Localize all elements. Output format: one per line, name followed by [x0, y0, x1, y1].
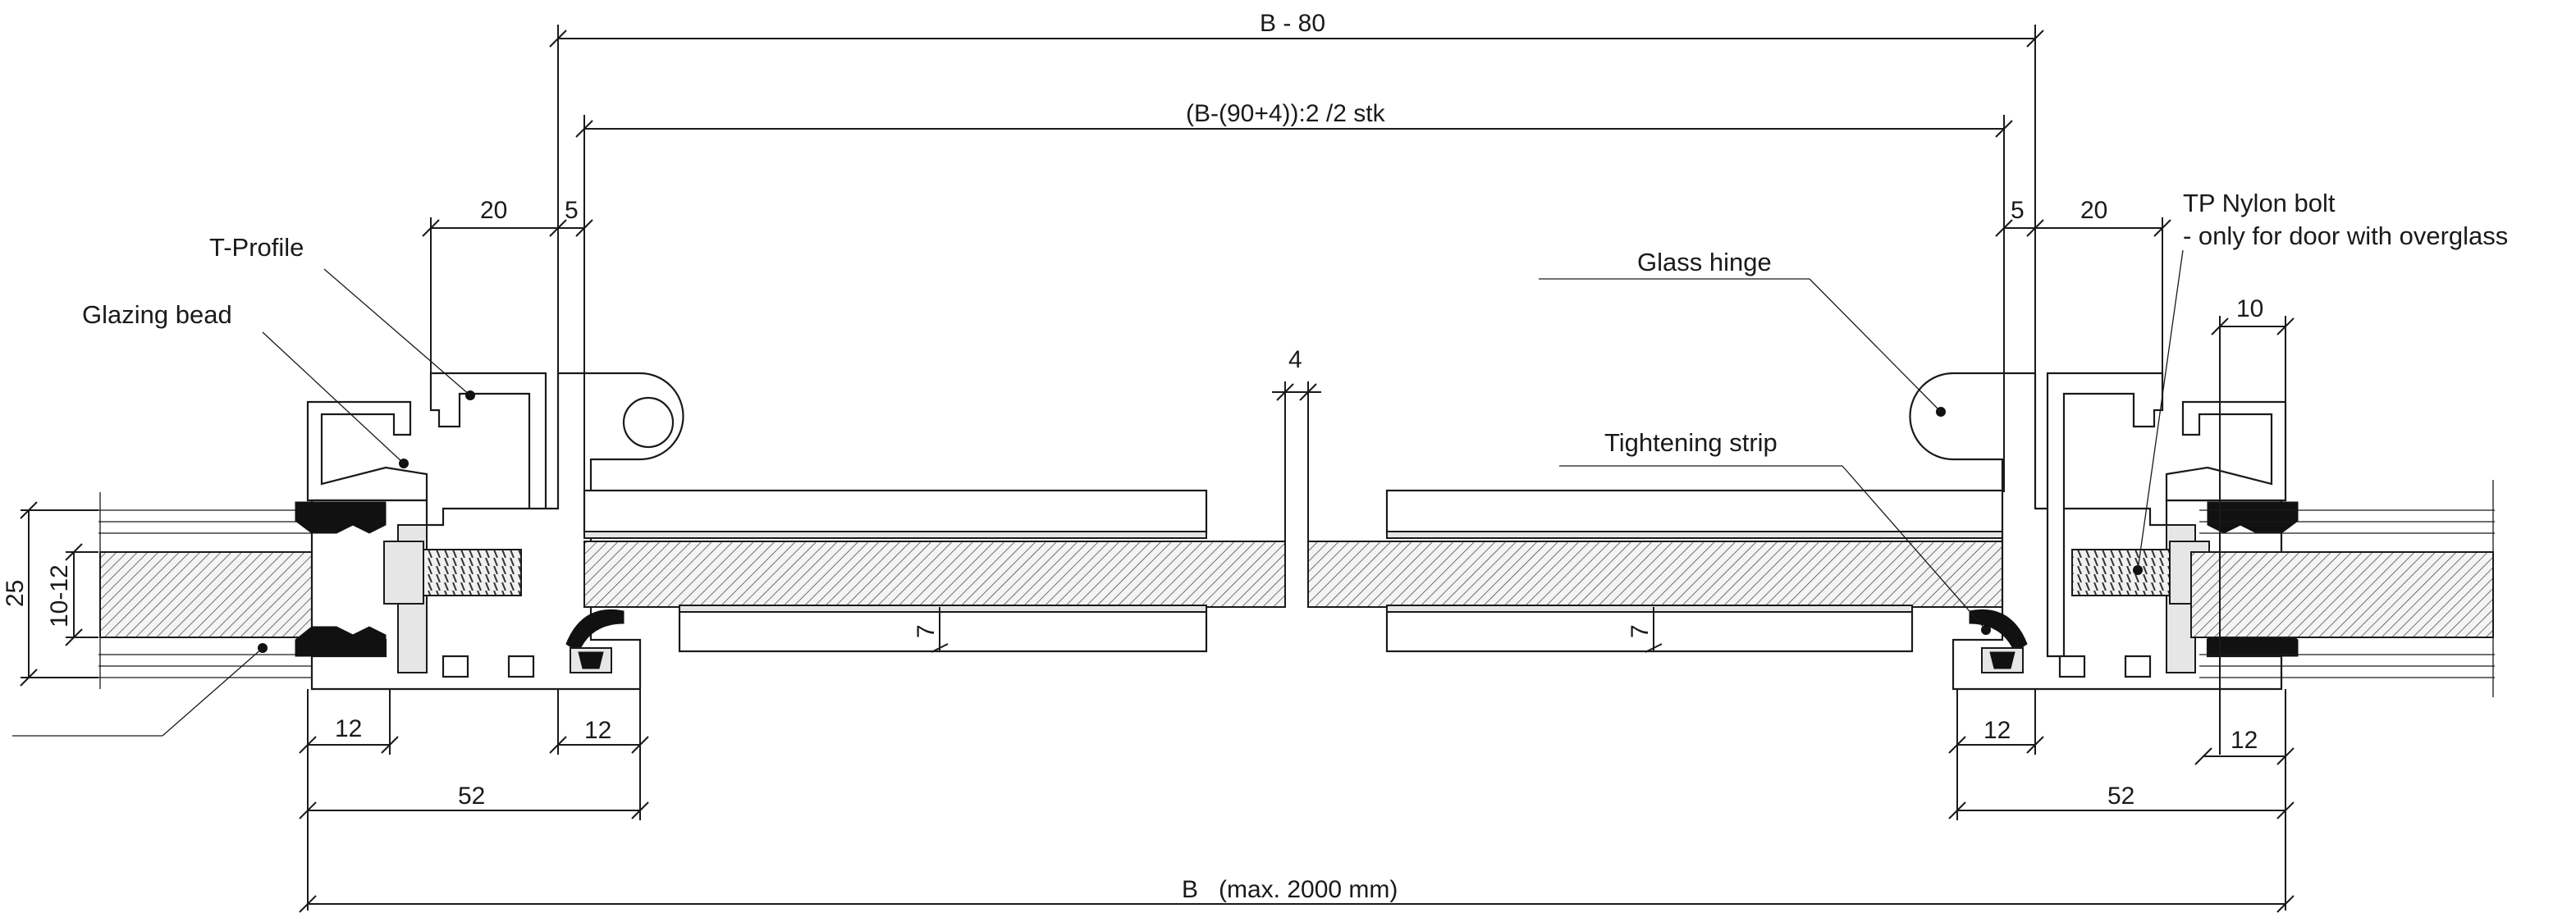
hinge-knuckle-left — [622, 396, 675, 449]
dim-right-12-a: 12 — [1983, 717, 2011, 744]
dim-left-25: 25 — [2, 580, 29, 607]
t-profile-right — [2046, 372, 2164, 658]
left-frame-assembly — [12, 268, 684, 737]
dim-glass-width: (B-(90+4)):2 /2 stk — [1186, 100, 1386, 127]
dim-left-10-12: 10-12 — [46, 564, 73, 628]
door-glass-right — [1307, 541, 2005, 608]
glazing-bead-left — [306, 400, 428, 502]
door-leaves — [583, 489, 2006, 653]
dim-right-12-b: 12 — [2231, 727, 2258, 754]
dimension-lines — [20, 25, 2295, 913]
right-frame-assembly — [1539, 249, 2495, 697]
nylon-bolt-left — [422, 549, 522, 596]
label-tightening-strip: Tightening strip — [1604, 428, 1778, 457]
label-tp-nylon-bolt-note: - only for door with overglass — [2183, 221, 2508, 250]
glazing-bead-right — [2165, 400, 2287, 502]
dim-left-5: 5 — [565, 197, 579, 224]
dim-left-12-a: 12 — [335, 715, 362, 742]
dim-right-10: 10 — [2236, 295, 2263, 322]
nylon-bolt-right — [2071, 549, 2171, 596]
dim-left-12-b: 12 — [584, 717, 611, 744]
label-t-profile: T-Profile — [209, 233, 304, 262]
annotation-labels: T-Profile Glazing bead Glass hinge Tight… — [82, 189, 2508, 457]
dim-total-b: B (max. 2000 mm) — [1182, 876, 1398, 903]
dim-right-20: 20 — [2080, 197, 2107, 224]
dim-left-52: 52 — [458, 783, 485, 810]
label-tp-nylon-bolt: TP Nylon bolt — [2183, 189, 2336, 217]
label-glazing-bead: Glazing bead — [82, 300, 232, 329]
dim-right-52: 52 — [2107, 783, 2134, 810]
door-glass-left — [583, 541, 1286, 608]
label-glass-hinge: Glass hinge — [1637, 248, 1772, 276]
dim-b-minus-80: B - 80 — [1260, 10, 1325, 37]
gasket-left-top — [295, 501, 387, 534]
dim-right-5: 5 — [2011, 197, 2025, 224]
gasket-left-bottom — [295, 626, 387, 657]
dim-right-7: 7 — [1627, 624, 1654, 638]
dim-left-20: 20 — [480, 197, 507, 224]
right-side-glass — [2190, 551, 2494, 638]
dimension-labels: B - 80 (B-(90+4)):2 /2 stk 20 5 5 20 4 1… — [2, 10, 2263, 903]
gasket-right-top — [2207, 501, 2299, 534]
dim-left-7: 7 — [913, 624, 940, 638]
dim-gap-4: 4 — [1288, 346, 1302, 373]
